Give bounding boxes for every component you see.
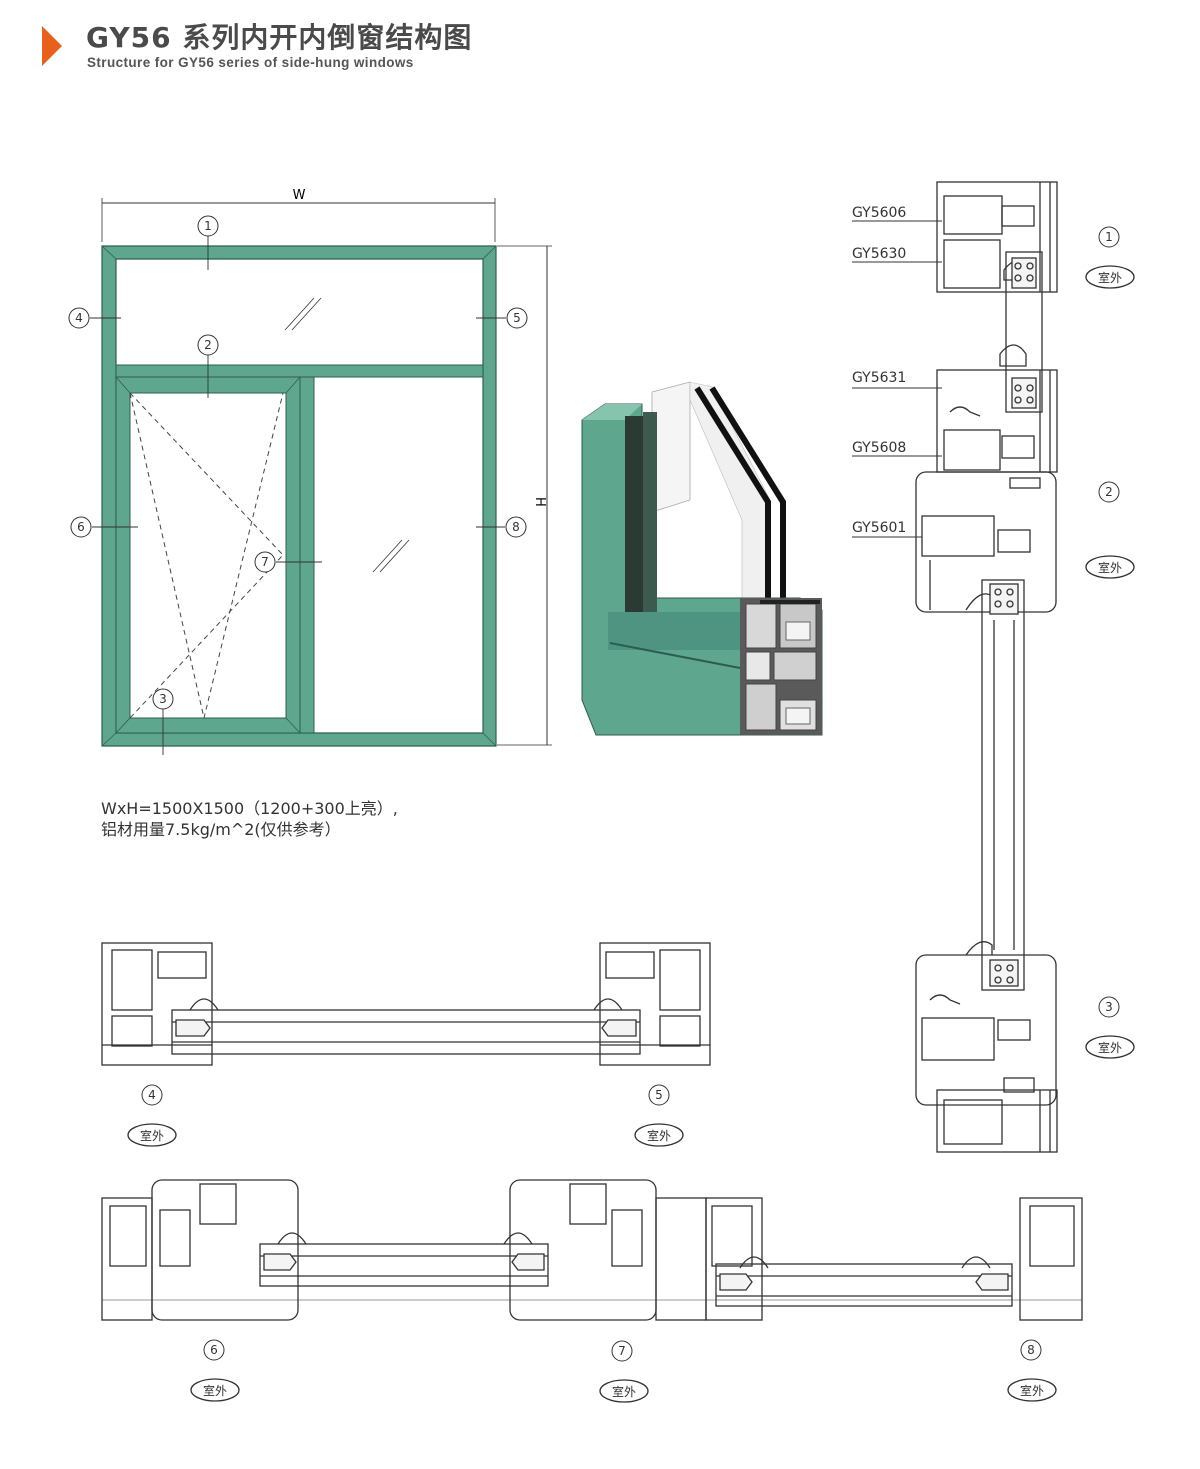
horizontal-section-top-drawing [101, 942, 711, 1066]
callout-7: 7 [261, 555, 269, 569]
profile-label-gy5601: GY5601 [852, 520, 906, 536]
page-title: GY56 系列内开内倒窗结构图 [86, 21, 473, 54]
callout-6: 6 [77, 520, 85, 534]
hs-exterior-label-7: 室外 [612, 1384, 636, 1399]
section-callout-3: 3 [1105, 1000, 1113, 1014]
callout-5: 5 [513, 311, 521, 325]
callout-4: 4 [75, 311, 83, 325]
hs-callout-8: 8 [1027, 1343, 1035, 1357]
hs-callout-4: 4 [148, 1088, 156, 1102]
window-elevation: W H [68, 188, 552, 755]
horizontal-section-bottom-drawing [101, 1179, 1083, 1321]
exterior-label-1: 室外 [1098, 270, 1122, 285]
profile-label-gy5630: GY5630 [852, 246, 906, 262]
vertical-section-drawing [915, 181, 1058, 1153]
hs-exterior-label-5: 室外 [647, 1128, 671, 1143]
callout-3: 3 [159, 692, 167, 706]
hs-callout-5: 5 [655, 1088, 663, 1102]
section-callout-1: 1 [1105, 230, 1113, 244]
page-subtitle: Structure for GY56 series of side-hung w… [87, 55, 414, 70]
hs-exterior-label-4: 室外 [140, 1128, 164, 1143]
hs-callout-6: 6 [210, 1343, 218, 1357]
profile-label-gy5606: GY5606 [852, 205, 906, 221]
spec-material: 铝材用量7.5kg/m^2(仅供参考） [101, 820, 341, 839]
hs-exterior-label-6: 室外 [203, 1383, 227, 1398]
section-callout-2: 2 [1105, 485, 1113, 499]
profile-label-gy5608: GY5608 [852, 440, 906, 456]
hs-callout-7: 7 [618, 1344, 626, 1358]
hs-exterior-label-8: 室外 [1020, 1383, 1044, 1398]
height-dim-label: H [532, 497, 547, 507]
profile-label-gy5631: GY5631 [852, 370, 906, 386]
exterior-label-2: 室外 [1098, 560, 1122, 575]
callout-2: 2 [204, 338, 212, 352]
exterior-label-3: 室外 [1098, 1040, 1122, 1055]
spec-dimensions: WxH=1500X1500（1200+300上亮）, [101, 799, 398, 818]
header-arrow-icon [42, 26, 62, 66]
profile-3d-illustration [581, 381, 823, 736]
callout-1: 1 [204, 219, 212, 233]
width-dim-label: W [293, 188, 306, 203]
callout-8: 8 [512, 520, 520, 534]
